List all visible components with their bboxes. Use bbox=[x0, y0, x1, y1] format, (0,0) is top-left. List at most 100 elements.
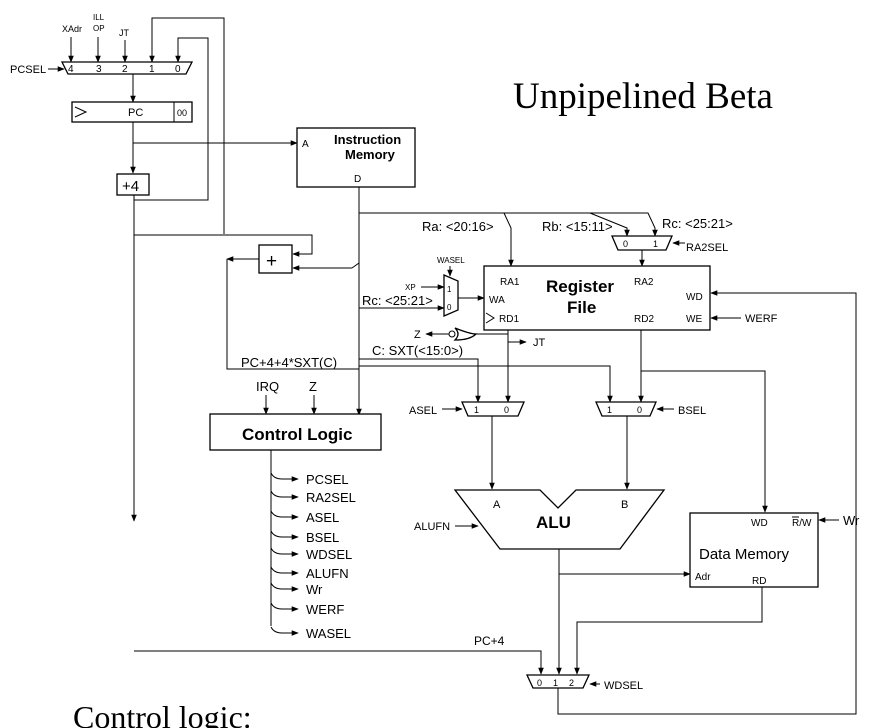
jt-out-label: JT bbox=[533, 337, 546, 349]
pc4-label: PC+4 bbox=[474, 634, 505, 648]
op-label: OP bbox=[93, 24, 105, 33]
wdsel-input-1: 1 bbox=[553, 678, 558, 688]
regfile-port-rd2: RD2 bbox=[634, 314, 654, 325]
pcsel-mux-body bbox=[60, 61, 194, 75]
pcsel-input-4: 4 bbox=[68, 64, 74, 75]
pcsel-input-1: 1 bbox=[149, 64, 155, 75]
pc-label: PC bbox=[128, 107, 143, 119]
pcsel-mux: PCSEL 4 3 2 1 0 XAdr ILL OP JT bbox=[10, 13, 225, 234]
regfile-port-we: WE bbox=[686, 314, 702, 325]
footer-text: Control logic: bbox=[73, 699, 252, 728]
xadr-label: XAdr bbox=[62, 24, 82, 34]
regfile-title-1: Register bbox=[546, 277, 614, 296]
plus4-label: +4 bbox=[122, 178, 139, 195]
wdsel-input-2: 2 bbox=[569, 678, 574, 688]
dmem-port-wd: WD bbox=[751, 518, 768, 529]
zero-detect: Z bbox=[414, 327, 508, 341]
control-output-arrow bbox=[270, 547, 299, 557]
branch-target-label: PC+4+4*SXT(C) bbox=[241, 355, 337, 370]
jt-input-label: JT bbox=[119, 28, 130, 38]
pcsel-input-3: 3 bbox=[96, 64, 102, 75]
wasel-input-0: 0 bbox=[447, 303, 452, 312]
control-output-arrow bbox=[270, 626, 299, 636]
irq-label: IRQ bbox=[256, 379, 279, 394]
imem-title-2: Memory bbox=[345, 147, 396, 162]
control-output-asel: ASEL bbox=[306, 510, 339, 525]
imem-port-d: D bbox=[354, 174, 361, 185]
wasel-mux: 1 0 WASEL XP bbox=[405, 256, 465, 317]
regfile-port-wa: WA bbox=[489, 295, 505, 306]
rb-field-label: Rb: <15:11> bbox=[542, 219, 613, 234]
plus4-adder: +4 bbox=[116, 173, 150, 196]
control-output-arrow bbox=[270, 472, 299, 482]
control-output-wdsel: WDSEL bbox=[306, 547, 352, 562]
control-output-pcsel: PCSEL bbox=[306, 472, 349, 487]
alu-in-a: A bbox=[493, 499, 501, 511]
control-output-werf: WERF bbox=[306, 602, 344, 617]
register-file: Register File RA1 RA2 WA RD1 RD2 WD WE bbox=[483, 265, 711, 331]
data-memory: Data Memory WD R/W Adr RD bbox=[689, 512, 819, 588]
regfile-port-rd1: RD1 bbox=[499, 314, 519, 325]
rc-wa-label: Rc: <25:21> bbox=[362, 293, 433, 308]
control-output-arrow bbox=[270, 602, 299, 612]
control-output-ra2sel: RA2SEL bbox=[306, 490, 356, 505]
control-logic-title: Control Logic bbox=[242, 425, 352, 444]
werf-label: WERF bbox=[745, 313, 778, 325]
imem-port-a: A bbox=[302, 139, 309, 150]
dmem-title: Data Memory bbox=[699, 546, 790, 563]
pcsel-input-0: 0 bbox=[175, 64, 181, 75]
bsel-mux: 1 0 BSEL bbox=[595, 401, 706, 417]
asel-select-label: ASEL bbox=[409, 405, 437, 417]
wdsel-select-label: WDSEL bbox=[604, 680, 643, 692]
control-output-bsel: BSEL bbox=[306, 530, 339, 545]
ra2sel-select-label: RA2SEL bbox=[686, 242, 728, 254]
adder-label: + bbox=[266, 251, 277, 272]
asel-mux: 1 0 ASEL bbox=[409, 401, 525, 417]
dmem-port-rw: R/W bbox=[792, 518, 812, 529]
asel-input-1: 1 bbox=[474, 405, 479, 415]
z-in-label: Z bbox=[309, 379, 317, 394]
regfile-port-ra2: RA2 bbox=[634, 277, 654, 288]
wdsel-input-0: 0 bbox=[537, 678, 542, 688]
wasel-input-1: 1 bbox=[447, 285, 452, 294]
wasel-select-label: WASEL bbox=[437, 256, 465, 265]
pcsel-input-2: 2 bbox=[122, 64, 128, 75]
bsel-select-label: BSEL bbox=[678, 405, 706, 417]
ra-field-label: Ra: <20:16> bbox=[422, 219, 494, 234]
alu-label: ALU bbox=[536, 513, 571, 532]
dmem-port-adr: Adr bbox=[695, 572, 711, 583]
page-title: Unpipelined Beta bbox=[513, 76, 773, 117]
regfile-title-2: File bbox=[567, 298, 596, 317]
control-output-arrow bbox=[270, 490, 299, 500]
ill-label: ILL bbox=[93, 13, 105, 22]
rc-field-label-top: Rc: <25:21> bbox=[662, 216, 733, 231]
control-output-wr: Wr bbox=[306, 582, 323, 597]
alu-in-b: B bbox=[621, 499, 628, 511]
control-output-arrow bbox=[270, 530, 299, 540]
control-output-arrow bbox=[270, 510, 299, 520]
wdsel-mux: 0 1 2 WDSEL bbox=[525, 674, 643, 692]
ra2sel-input-0: 0 bbox=[623, 239, 628, 249]
pc-suffix: 00 bbox=[177, 108, 187, 118]
alu: ALU A B ALUFN bbox=[414, 489, 666, 550]
imem-title-1: Instruction bbox=[334, 132, 401, 147]
branch-adder: + bbox=[258, 244, 293, 274]
instruction-memory: Instruction Memory A D bbox=[296, 127, 416, 188]
wr-label: Wr bbox=[843, 513, 860, 528]
xp-label: XP bbox=[405, 283, 416, 292]
regfile-port-wd: WD bbox=[686, 292, 703, 303]
regfile-port-ra1: RA1 bbox=[500, 277, 520, 288]
ra2sel-input-1: 1 bbox=[653, 239, 658, 249]
control-output-arrow bbox=[270, 582, 299, 592]
pcsel-select-label: PCSEL bbox=[10, 64, 46, 76]
dmem-port-rd: RD bbox=[752, 576, 766, 587]
c-sxt-label: C: SXT(<15:0>) bbox=[372, 343, 463, 358]
control-logic: Control Logic IRQ Z bbox=[209, 379, 382, 451]
ra2sel-mux: 0 1 RA2SEL bbox=[611, 235, 728, 254]
control-output-arrow bbox=[270, 566, 299, 576]
control-output-alufn: ALUFN bbox=[306, 566, 349, 581]
bsel-input-1: 1 bbox=[607, 405, 612, 415]
